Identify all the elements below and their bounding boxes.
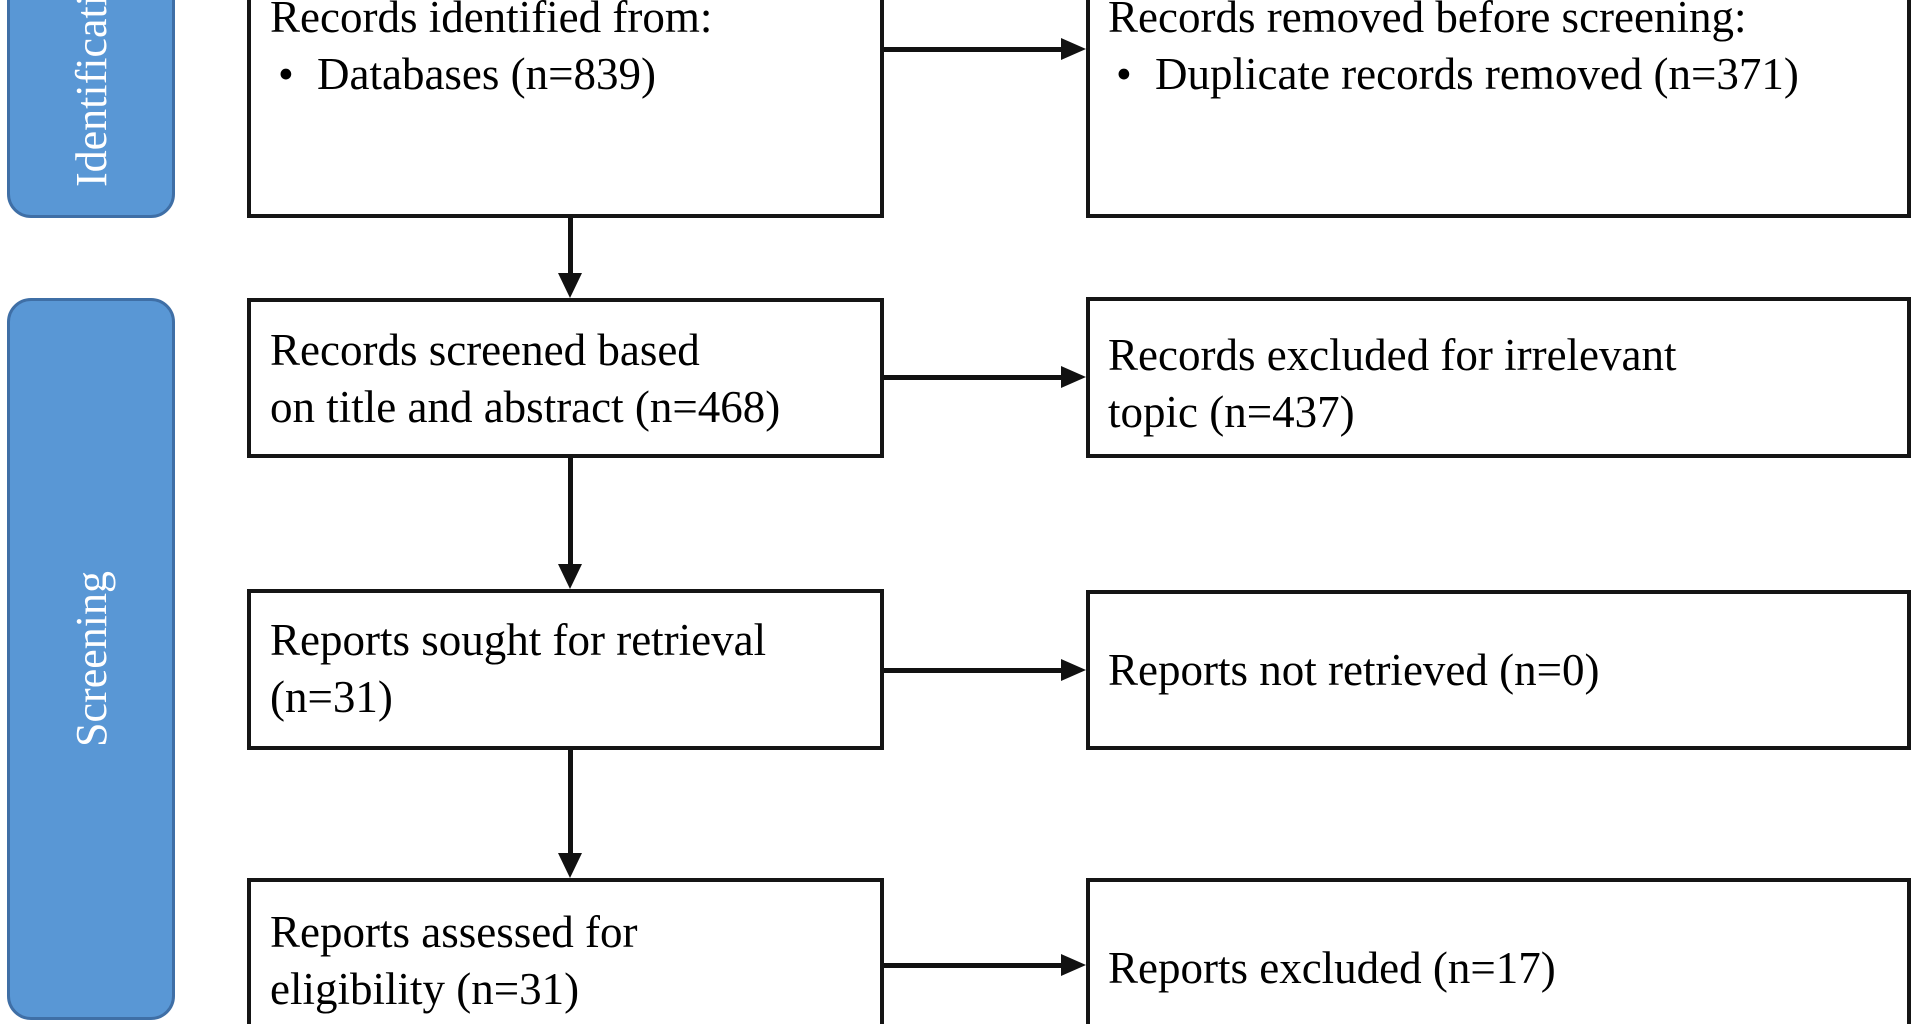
box-line: Records screened based <box>270 325 700 375</box>
arrow-shaft <box>884 47 1064 52</box>
arrow-shaft <box>568 458 573 565</box>
arrow-head-icon <box>1061 366 1086 388</box>
box-bullet-line: • Duplicate records removed (n=371) <box>1108 46 1799 103</box>
box-line: Reports not retrieved (n=0) <box>1108 645 1600 695</box>
box-records-identified-text: Records identified from: • Databases (n=… <box>270 0 712 103</box>
arrow-shaft <box>884 963 1064 968</box>
box-records-excluded-irrelevant <box>1086 297 1911 458</box>
box-records-removed-text: Records removed before screening: • Dupl… <box>1108 0 1799 103</box>
bullet-icon: • <box>278 49 294 99</box>
box-line: Records removed before screening: <box>1108 0 1747 42</box>
box-records-identified <box>247 0 884 218</box>
box-line: Duplicate records removed (n=371) <box>1155 49 1799 99</box>
box-records-screened-text: Records screened based on title and abst… <box>270 322 780 436</box>
box-bullet-line: • Databases (n=839) <box>270 46 712 103</box>
box-line: on title and abstract (n=468) <box>270 382 781 432</box>
box-line: Records excluded for irrelevant <box>1108 330 1677 380</box>
box-line: Reports sought for retrieval <box>270 615 767 665</box>
arrow-head-icon <box>1061 954 1086 976</box>
phase-band-screening: Screening <box>7 298 175 1020</box>
box-records-removed <box>1086 0 1911 218</box>
arrow-shaft <box>884 375 1064 380</box>
box-line: eligibility (n=31) <box>270 964 580 1014</box>
phase-label-screening: Screening <box>66 571 116 747</box>
arrow-head-icon <box>1061 659 1086 681</box>
arrow-head-icon <box>558 853 582 878</box>
box-reports-sought <box>247 589 884 750</box>
phase-label-identification: Identification <box>66 0 116 188</box>
bullet-icon: • <box>1116 49 1132 99</box>
box-line: Reports assessed for <box>270 907 638 957</box>
box-reports-assessed-text: Reports assessed for eligibility (n=31) <box>270 904 637 1018</box>
phase-band-identification: Identification <box>7 0 175 218</box>
box-line: Reports excluded (n=17) <box>1108 943 1556 993</box>
arrow-shaft <box>568 218 573 274</box>
arrow-head-icon <box>1061 38 1086 60</box>
box-line: (n=31) <box>270 672 393 722</box>
box-reports-excluded <box>1086 878 1911 1024</box>
box-line: topic (n=437) <box>1108 387 1355 437</box>
arrow-head-icon <box>558 564 582 589</box>
arrow-shaft <box>568 750 573 854</box>
box-line: Records identified from: <box>270 0 713 42</box>
box-reports-excluded-text: Reports excluded (n=17) <box>1108 940 1556 997</box>
box-reports-sought-text: Reports sought for retrieval (n=31) <box>270 612 766 726</box>
box-line: Databases (n=839) <box>317 49 657 99</box>
box-records-excluded-irrelevant-text: Records excluded for irrelevant topic (n… <box>1108 327 1677 441</box>
box-records-screened <box>247 298 884 458</box>
box-reports-assessed <box>247 878 884 1024</box>
arrow-shaft <box>884 668 1064 673</box>
box-reports-not-retrieved-text: Reports not retrieved (n=0) <box>1108 642 1599 699</box>
arrow-head-icon <box>558 273 582 298</box>
box-reports-not-retrieved <box>1086 590 1911 750</box>
